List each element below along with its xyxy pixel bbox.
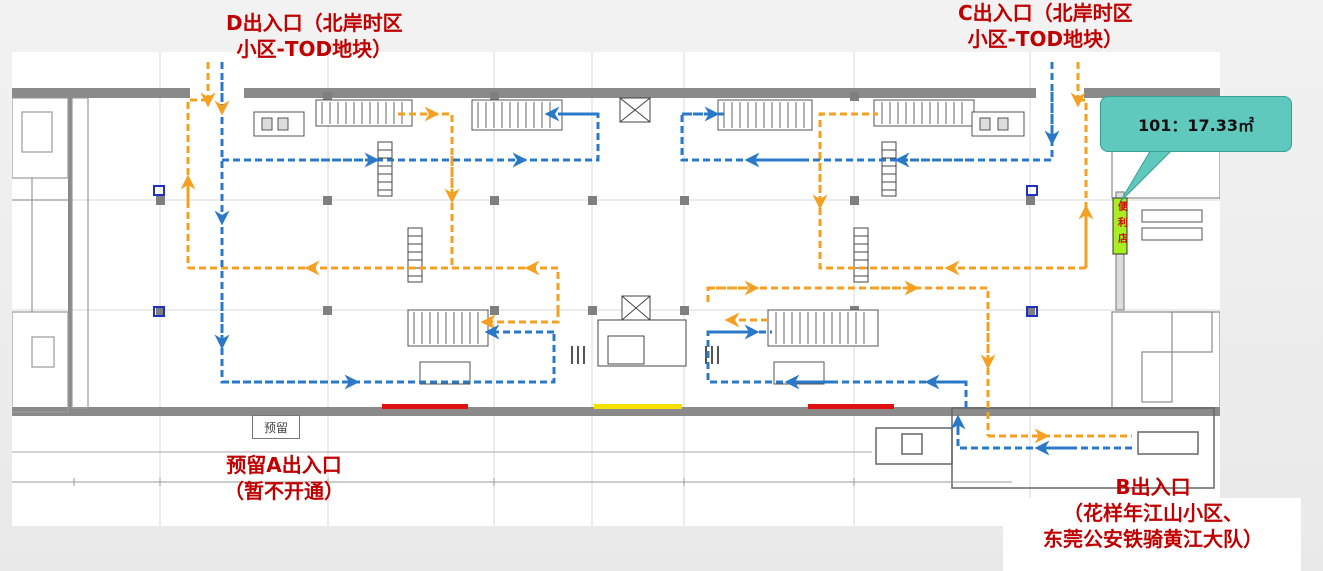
convenience-store-label: 便 利 店 (1116, 200, 1130, 252)
b-exit-box (1003, 498, 1301, 571)
floor-plan-drawing (12, 52, 1220, 526)
store-char-1: 便 (1118, 202, 1128, 213)
top-escalators (315, 99, 975, 131)
reserve-tag: 预留 (252, 415, 300, 439)
store-shelves (1141, 209, 1203, 241)
store-char-3: 店 (1118, 234, 1128, 245)
blue-markers (153, 185, 1038, 317)
c-exit-label: C出入口（北岸时区 小区-TOD地块） (958, 1, 1133, 51)
left-rooms (12, 97, 89, 413)
b-exit-label: B出入口 （花样年江山小区、 东莞公安铁骑黄江大队） (1043, 475, 1263, 551)
walls (12, 88, 1220, 416)
stair-ladders (377, 141, 897, 283)
orange-routes (180, 62, 1132, 444)
a-exit-label: 预留A出入口 （暂不开通） (224, 453, 344, 503)
wall-bars (382, 404, 894, 409)
callout-pointer (1119, 147, 1176, 203)
lower-escalators (407, 309, 879, 385)
area-callout: 101：17.33㎡ (1100, 96, 1292, 152)
blue-routes (214, 62, 1132, 456)
convenience-store-area (1112, 197, 1128, 255)
top-gates (253, 111, 1025, 137)
area-callout-text: 101：17.33㎡ (1137, 116, 1254, 135)
floor-plan (12, 52, 1220, 526)
dimension-line (12, 478, 1012, 486)
grid-lines (12, 52, 1220, 526)
store-char-2: 利 (1118, 218, 1128, 229)
b-exit-structure (875, 407, 1215, 489)
central-core (597, 97, 687, 367)
d-exit-label: D出入口（北岸时区 小区-TOD地块） (226, 11, 403, 61)
